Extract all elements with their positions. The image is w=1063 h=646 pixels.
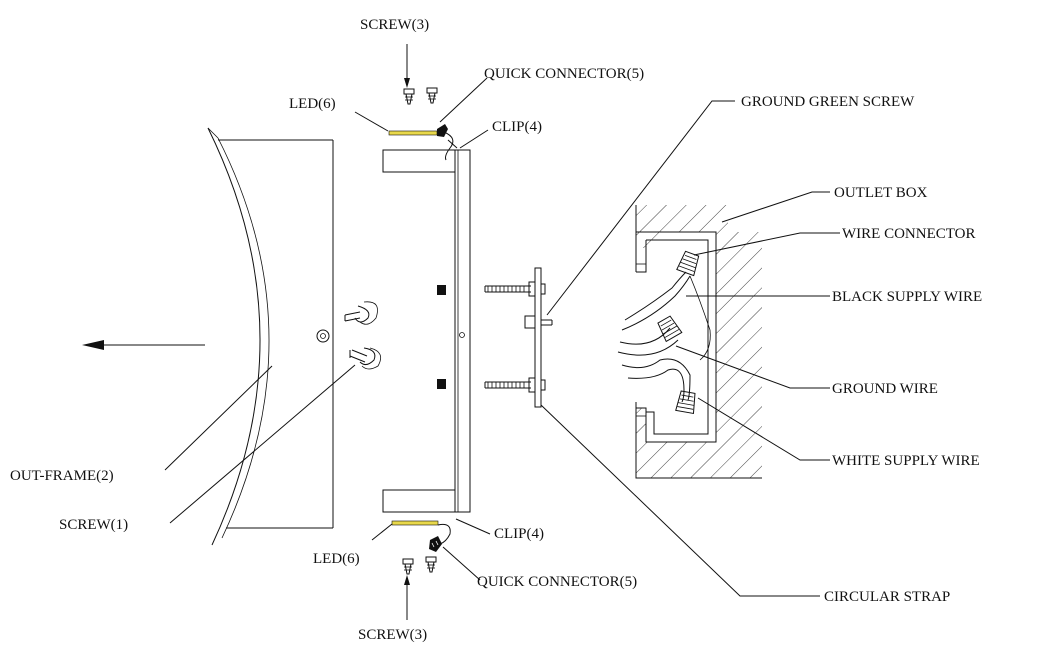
labels: SCREW(3) QUICK CONNECTOR(5) LED(6) CLIP(… xyxy=(10,17,982,643)
label-outlet-box: OUTLET BOX xyxy=(834,185,928,201)
screw-3-top-icons xyxy=(403,87,438,105)
mounting-strap xyxy=(484,100,820,597)
wire-nut-3 xyxy=(675,390,696,415)
screw-1-parts xyxy=(344,301,382,370)
label-ground-wire: GROUND WIRE xyxy=(832,381,938,397)
label-led-bottom: LED(6) xyxy=(313,551,360,567)
top-hardware xyxy=(354,44,489,161)
label-ground-green-screw: GROUND GREEN SCREW xyxy=(741,94,915,110)
screw-3-bottom-icons xyxy=(402,556,437,575)
label-clip-top: CLIP(4) xyxy=(492,119,542,135)
back-plate xyxy=(382,149,471,513)
direction-arrow xyxy=(82,340,205,350)
left-leaders xyxy=(164,364,356,524)
outlet-box xyxy=(617,191,840,479)
label-white-supply-wire: WHITE SUPPLY WIRE xyxy=(832,453,980,469)
label-screw-3-top: SCREW(3) xyxy=(360,17,429,33)
label-black-supply-wire: BLACK SUPPLY WIRE xyxy=(832,289,982,305)
label-circular-strap: CIRCULAR STRAP xyxy=(824,589,950,605)
label-screw-1: SCREW(1) xyxy=(59,517,128,533)
label-quick-connector-top: QUICK CONNECTOR(5) xyxy=(484,66,644,82)
label-led-top: LED(6) xyxy=(289,96,336,112)
label-out-frame: OUT-FRAME(2) xyxy=(10,468,114,484)
label-screw-3-bottom: SCREW(3) xyxy=(358,627,427,643)
bottom-hardware xyxy=(371,518,491,620)
label-quick-connector-bottom: QUICK CONNECTOR(5) xyxy=(477,574,637,590)
out-frame xyxy=(207,127,334,546)
label-wire-connector: WIRE CONNECTOR xyxy=(842,226,975,242)
wire-nut-2 xyxy=(657,315,683,343)
label-clip-bottom: CLIP(4) xyxy=(494,526,544,542)
